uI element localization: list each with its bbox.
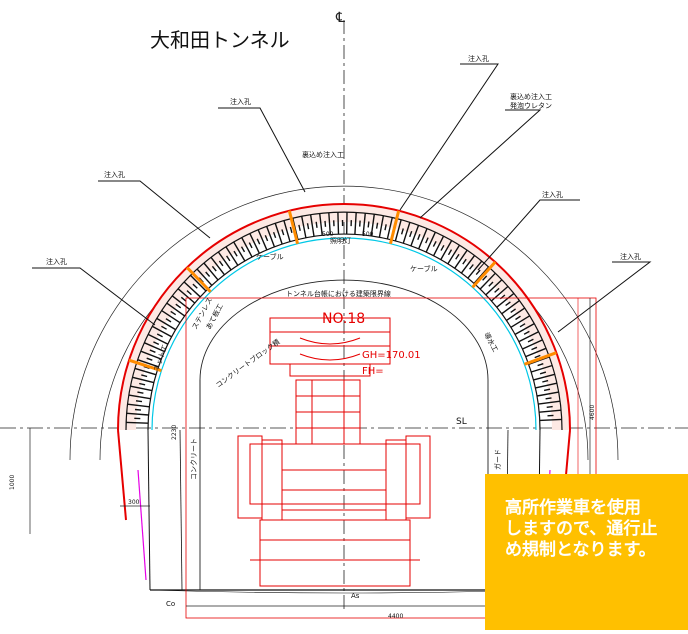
aerial-work-truck <box>237 317 431 587</box>
label-inject-hole-1: 注入孔 <box>46 257 67 266</box>
label-inject-hole-5: 注入孔 <box>542 190 563 199</box>
label-dim-500a: 500 <box>322 231 334 238</box>
brick-hatching <box>126 211 562 424</box>
work-zone-box <box>185 297 597 619</box>
injection-marker-3 <box>287 210 300 245</box>
label-dim-2230: 2230 <box>171 425 178 440</box>
red-outer-lining <box>117 203 571 431</box>
brick-ring-inner <box>147 233 541 431</box>
centerline-mark: ℄ <box>335 10 345 26</box>
cyan-lining <box>151 237 537 431</box>
label-inject-hole-2: 注入孔 <box>104 170 125 179</box>
page-title: 大和田トンネル <box>150 28 290 52</box>
left-wall-inner <box>179 429 183 591</box>
brick-ring-outer <box>125 211 563 431</box>
label-as: As <box>351 592 360 600</box>
label-gh: GH=170.01 <box>362 350 421 361</box>
injection-marker-5 <box>471 261 497 289</box>
leader-lines <box>32 63 652 333</box>
notice-line-2: しますので、通行止 <box>505 519 658 539</box>
label-lighting: 照明灯 <box>330 236 351 245</box>
injection-marker-6 <box>523 351 557 366</box>
label-clearance: トンネル台帳における建築限界線 <box>286 289 391 298</box>
left-wall <box>147 429 151 591</box>
magenta-left <box>137 469 147 581</box>
label-waterproof: 導水工 <box>482 331 500 354</box>
outer-dimension-arc <box>69 185 619 461</box>
label-fh: FH= <box>362 366 384 377</box>
label-dim-4400: 4400 <box>388 613 403 620</box>
label-block: コンクリートブロック積 <box>214 337 282 390</box>
label-inject-hole-6: 注入孔 <box>620 252 641 261</box>
label-sl: SL <box>456 417 467 427</box>
label-backfill-urethane-1: 裏込め注入工 <box>510 92 552 101</box>
label-cable-left: ケーブル <box>256 252 284 261</box>
label-station-no: NO.18 <box>322 311 365 327</box>
injection-marker-1 <box>128 358 162 373</box>
label-inject-hole-4: 注入孔 <box>468 54 489 63</box>
label-backfill-urethane-2: 発泡ウレタン <box>510 101 552 110</box>
label-dim-1000: 1000 <box>9 475 16 490</box>
road-closure-notice: 高所作業車を使用 しますので、通行止 め規制となります。 <box>485 474 688 630</box>
clearance-limit <box>199 279 489 590</box>
label-guard: ガード <box>493 449 502 470</box>
label-cable-right: ケーブル <box>410 264 438 273</box>
label-dim-300: 300 <box>128 499 140 506</box>
label-dim-500b: 500 <box>362 231 374 238</box>
notice-line-3: め規制となります。 <box>505 540 656 560</box>
injection-markers <box>128 210 557 373</box>
injection-marker-4 <box>388 210 401 245</box>
notice-line-1: 高所作業車を使用 <box>505 498 641 518</box>
injection-marker-2 <box>185 266 212 293</box>
label-co: Co <box>166 600 175 608</box>
label-concrete: コンクリート <box>190 438 198 480</box>
red-left-wall <box>117 429 127 521</box>
label-dim-4600: 4600 <box>589 405 596 420</box>
label-inject-hole-3: 注入孔 <box>230 97 251 106</box>
label-backfill-injection: 裏込め注入工 <box>302 150 344 159</box>
